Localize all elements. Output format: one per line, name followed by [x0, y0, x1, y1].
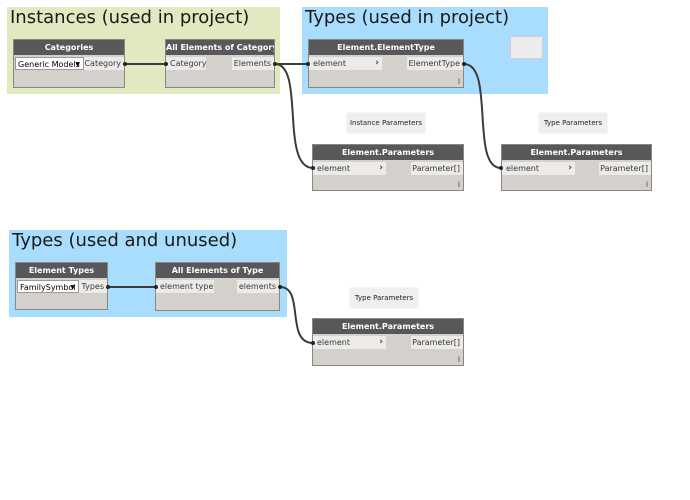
port-label: element [313, 59, 346, 68]
port-connector [278, 285, 282, 289]
group-title: Types (used and unused) [12, 230, 238, 251]
input-port-element[interactable]: element › [313, 336, 386, 349]
element-parameters-node[interactable]: Element.Parameters element › Parameter[]… [312, 318, 464, 366]
output-port-parameters[interactable]: Parameter[] [599, 162, 651, 175]
port-connector [462, 62, 466, 66]
port-connector [306, 62, 310, 66]
categories-node[interactable]: Categories Generic Models ▼ Category [13, 39, 125, 88]
element-type-dropdown[interactable]: FamilySymbol ▼ [17, 280, 79, 293]
port-connector [164, 62, 168, 66]
input-port-element[interactable]: element › [309, 57, 382, 70]
output-port-types[interactable]: Types [79, 280, 107, 293]
node-title: Element.Parameters [313, 145, 463, 160]
dropdown-value: Generic Models [18, 60, 80, 69]
lacing-indicator[interactable]: l [646, 181, 648, 189]
port-connector [311, 166, 315, 170]
node-title: Element.ElementType [309, 40, 463, 55]
input-port-element[interactable]: element › [502, 162, 575, 175]
port-label: element [317, 164, 350, 173]
lacing-indicator[interactable]: l [458, 356, 460, 364]
port-connector [273, 62, 277, 66]
lacing-indicator[interactable]: l [458, 181, 460, 189]
element-parameters-node[interactable]: Element.Parameters element › Parameter[]… [312, 144, 464, 191]
empty-note[interactable] [510, 36, 543, 59]
lacing-indicator[interactable]: l [458, 78, 460, 86]
input-port-category[interactable]: Category [166, 57, 207, 70]
input-port-element-type[interactable]: element type [156, 280, 214, 293]
input-port-element[interactable]: element › [313, 162, 386, 175]
category-dropdown[interactable]: Generic Models ▼ [15, 57, 84, 70]
chevron-right-icon: › [379, 337, 383, 347]
all-elements-of-category-node[interactable]: All Elements of Category Category Elemen… [165, 39, 275, 88]
note-type-parameters[interactable]: Type Parameters [350, 288, 418, 308]
chevron-right-icon: › [379, 163, 383, 173]
output-port-elements[interactable]: elements [237, 280, 279, 293]
note-instance-parameters[interactable]: Instance Parameters [347, 113, 425, 133]
output-port-elements[interactable]: Elements [232, 57, 274, 70]
group-title: Instances (used in project) [10, 7, 250, 28]
node-title: Element.Parameters [502, 145, 651, 160]
chevron-right-icon: › [568, 163, 572, 173]
port-connector [123, 62, 127, 66]
element-types-node[interactable]: Element Types FamilySymbol ▼ Types [15, 262, 108, 310]
port-connector [106, 285, 110, 289]
element-elementtype-node[interactable]: Element.ElementType element › ElementTyp… [308, 39, 464, 88]
output-port-elementtype[interactable]: ElementType [407, 57, 463, 70]
port-connector [499, 166, 503, 170]
element-parameters-node[interactable]: Element.Parameters element › Parameter[]… [501, 144, 652, 191]
port-label: element [317, 338, 350, 347]
port-label: element [506, 164, 539, 173]
output-port-parameters[interactable]: Parameter[] [411, 336, 463, 349]
chevron-down-icon: ▼ [75, 61, 80, 68]
port-connector [154, 285, 158, 289]
output-port-category[interactable]: Category [84, 57, 124, 70]
chevron-down-icon: ▼ [70, 284, 75, 291]
node-title: All Elements of Category [166, 40, 274, 55]
dropdown-value: FamilySymbol [20, 283, 76, 292]
node-title: Element Types [16, 263, 107, 278]
chevron-right-icon: › [375, 58, 379, 68]
node-title: All Elements of Type [156, 263, 279, 278]
port-connector [311, 341, 315, 345]
group-title: Types (used in project) [305, 7, 510, 28]
note-type-parameters[interactable]: Type Parameters [539, 113, 607, 133]
all-elements-of-type-node[interactable]: All Elements of Type element type elemen… [155, 262, 280, 311]
output-port-parameters[interactable]: Parameter[] [411, 162, 463, 175]
node-title: Element.Parameters [313, 319, 463, 334]
node-title: Categories [14, 40, 124, 55]
